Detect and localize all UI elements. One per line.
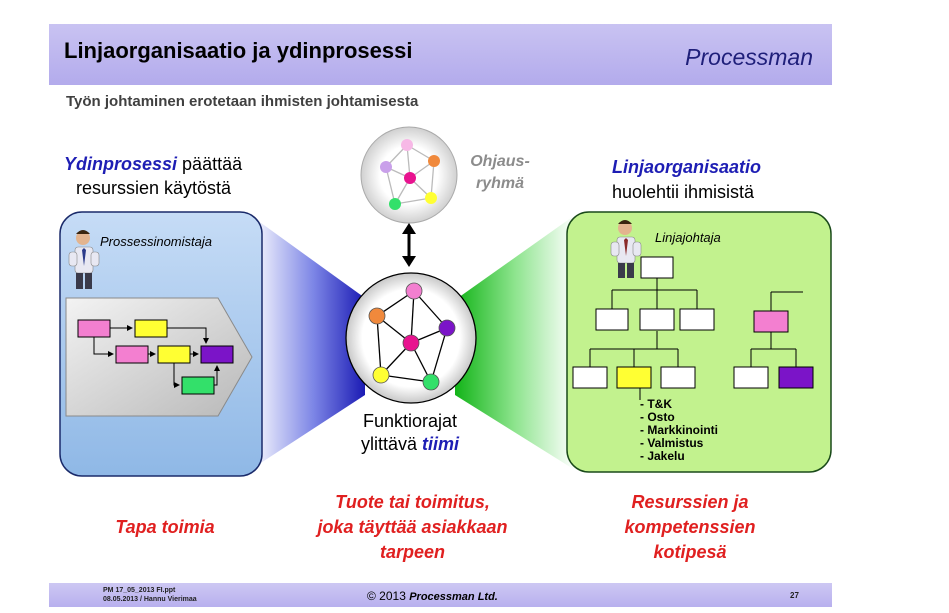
process-heading-verb: päättää	[177, 154, 243, 174]
org-chart	[589, 278, 803, 400]
process-owner-label: Prossessinomistaja	[100, 234, 212, 249]
process-heading-term: Ydinprosessi	[64, 154, 178, 174]
team-caption-line1: Funktiorajat	[362, 411, 458, 431]
line-org-caption: Resurssien ja kompetenssien kotipesä	[595, 490, 785, 565]
line-manager-label: Linjajohtaja	[655, 230, 721, 245]
line-manager-person-icon	[610, 220, 642, 278]
line-org-caption-line1: Resurssien ja	[631, 492, 749, 512]
team-output-caption-line1: Tuote tai toimitus,	[335, 492, 490, 512]
team-caption-line2: ylittävä tiimi	[330, 433, 490, 456]
team-output-caption-line2: joka täyttää asiakkaan	[317, 517, 508, 537]
page-title: Linjaorganisaatio ja ydinprosessi	[64, 38, 413, 63]
copyright-text: © 2013	[367, 589, 410, 603]
process-caption: Tapa toimia	[115, 517, 215, 537]
process-connector-beam	[250, 215, 365, 470]
department-item: - T&K	[640, 397, 672, 411]
team-caption-term: tiimi	[422, 434, 460, 454]
page-number: 27	[790, 591, 799, 600]
line-org-caption-line2: kompetenssien	[624, 517, 756, 537]
steering-group-label-line2: ryhmä	[475, 175, 525, 192]
footer-copyright: © 2013 Processman Ltd.	[367, 589, 498, 603]
page-subtitle: Työn johtaminen erotetaan ihmisten johta…	[66, 93, 419, 110]
steering-group-label-line1: Ohjaus-	[470, 153, 530, 170]
department-item: - Jakelu	[640, 449, 685, 463]
steering-group-label: Ohjaus- ryhmä	[460, 151, 540, 195]
department-item: - Valmistus	[640, 436, 704, 450]
copyright-company: Processman Ltd.	[409, 591, 498, 603]
team-caption-prefix: ylittävä	[360, 434, 422, 454]
line-org-heading-term: Linjaorganisaatio	[612, 157, 762, 177]
steering-team-double-arrow	[402, 223, 416, 267]
footer-date-author: 08.05.2013 / Hannu Vierimaa	[103, 596, 197, 603]
department-list: - T&K - Osto - Markkinointi - Valmistus …	[640, 398, 718, 463]
footer-file-info: PM 17_05_2013 FI.ppt 08.05.2013 / Hannu …	[103, 586, 197, 604]
team-caption: Funktiorajat ylittävä tiimi	[330, 410, 490, 456]
process-heading: Ydinprosessi päättää	[64, 152, 242, 176]
line-org-connector-beam	[455, 215, 575, 470]
footer-file-name: PM 17_05_2013 FI.ppt	[103, 587, 176, 594]
department-item: - Osto	[640, 410, 675, 424]
header-bar	[49, 24, 832, 85]
org-chart-boxes	[572, 256, 814, 389]
line-org-caption-line3: kotipesä	[653, 542, 727, 562]
process-heading-line2: resurssien käytöstä	[76, 178, 232, 198]
footer-bar	[49, 583, 832, 607]
team-nodes	[368, 282, 456, 391]
steering-group-nodes	[380, 139, 440, 210]
brand-logo-text: Processman	[685, 44, 813, 70]
line-org-heading-line2: huolehtii ihmisistä	[612, 182, 755, 202]
department-item: - Markkinointi	[640, 423, 719, 437]
team-output-caption: Tuote tai toimitus, joka täyttää asiakka…	[290, 490, 535, 565]
process-flow-diagram	[77, 319, 234, 395]
team-output-caption-line3: tarpeen	[379, 542, 446, 562]
line-org-heading: Linjaorganisaatio	[612, 155, 761, 179]
process-owner-person-icon	[68, 230, 100, 289]
